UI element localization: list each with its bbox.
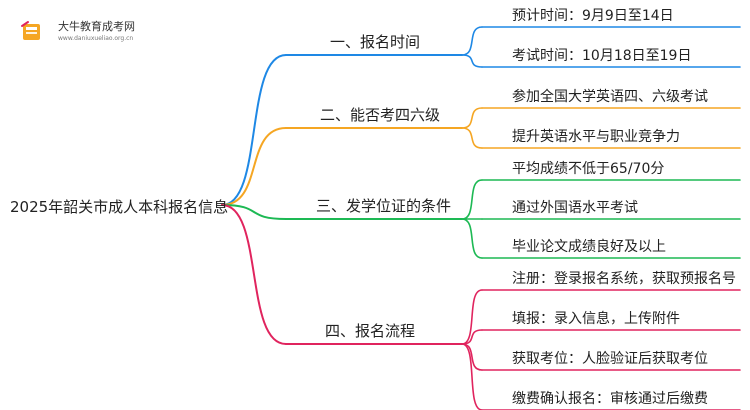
branch-label: 二、能否考四六级 bbox=[320, 106, 441, 124]
leaf-label: 参加全国大学英语四、六级考试 bbox=[512, 89, 708, 105]
leaf-label: 缴费确认报名：审核通过后缴费 bbox=[512, 391, 708, 407]
logo-site-name: 大牛教育成考网 bbox=[58, 20, 135, 33]
root-connector bbox=[221, 127, 287, 206]
branch-label: 四、报名流程 bbox=[325, 322, 416, 340]
leaf-label: 平均成绩不低于65/70分 bbox=[512, 161, 665, 177]
leaf-connector bbox=[461, 218, 483, 259]
leaf-connector bbox=[461, 329, 483, 345]
leaf-connector bbox=[461, 289, 483, 345]
leaf-connector bbox=[461, 54, 483, 68]
logo-site-url: www.daniuxueliao.org.cn bbox=[58, 35, 134, 42]
root-connector bbox=[221, 54, 287, 206]
book-logo-icon bbox=[21, 21, 40, 40]
leaf-label: 毕业论文成绩良好及以上 bbox=[512, 239, 666, 255]
leaf-connector bbox=[461, 179, 483, 220]
leaf-label: 填报：录入信息，上传附件 bbox=[512, 311, 680, 327]
leaf-label: 考试时间：10月18日至19日 bbox=[512, 48, 692, 64]
root-connector bbox=[221, 204, 287, 220]
branch-label: 三、发学位证的条件 bbox=[316, 197, 452, 215]
leaf-connector bbox=[461, 107, 483, 129]
leaf-label: 注册：登录报名系统，获取预报名号 bbox=[512, 271, 736, 287]
leaf-label: 获取考位：人脸验证后获取考位 bbox=[512, 351, 708, 367]
leaf-connector bbox=[461, 343, 483, 410]
root-topic: 2025年韶关市成人本科报名信息 bbox=[10, 198, 229, 216]
leaf-label: 提升英语水平与职业竞争力 bbox=[512, 129, 680, 145]
leaf-connector bbox=[461, 127, 483, 149]
root-connector bbox=[221, 204, 287, 345]
branch-label: 一、报名时间 bbox=[330, 33, 421, 51]
leaf-connector bbox=[461, 26, 483, 56]
leaf-label: 预计时间：9月9日至14日 bbox=[512, 8, 674, 24]
leaf-label: 通过外国语水平考试 bbox=[512, 200, 638, 216]
site-logo[interactable]: 大牛教育成考网 www.daniuxueliao.org.cn bbox=[14, 14, 184, 50]
